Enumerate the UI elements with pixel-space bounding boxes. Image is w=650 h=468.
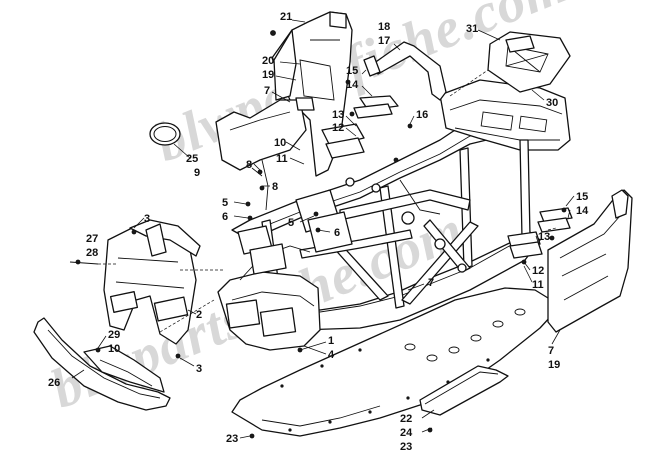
- callout-13-top: 13: [332, 109, 344, 121]
- callout-7-right: 7: [548, 345, 554, 357]
- callout-25: 25: [186, 153, 198, 165]
- callout-15-top: 15: [346, 65, 358, 77]
- front-frame-section[interactable]: [217, 159, 353, 351]
- callout-26: 26: [48, 377, 60, 389]
- callout-4: 4: [328, 349, 335, 361]
- callout-17: 17: [378, 35, 390, 47]
- callout-11-right: 11: [532, 279, 544, 291]
- callout-5-center: 5: [288, 217, 294, 229]
- skid-plate[interactable]: [419, 365, 509, 416]
- callout-3-bottom: 3: [196, 363, 202, 375]
- callout-20: 20: [262, 55, 274, 67]
- callout-10-bottom: 10: [108, 343, 120, 355]
- grab-bar[interactable]: [363, 41, 447, 101]
- callout-9: 9: [194, 167, 200, 179]
- callout-28: 28: [86, 247, 98, 259]
- callout-5-left: 5: [222, 197, 228, 209]
- callout-2: 2: [196, 309, 202, 321]
- callout-11-top: 11: [276, 153, 288, 165]
- callout-29: 29: [108, 329, 120, 341]
- rear-bed-panel[interactable]: [487, 31, 571, 93]
- callout-13-right: 13: [538, 231, 550, 243]
- front-bumper-bracket[interactable]: [103, 219, 201, 345]
- callout-10-top: 10: [274, 137, 286, 149]
- callout-1: 1: [328, 335, 334, 347]
- seat-bracket-lower[interactable]: [507, 207, 573, 259]
- callout-19-top: 19: [262, 69, 274, 81]
- callout-12-right: 12: [532, 265, 544, 277]
- callout-8-right: 8: [272, 181, 278, 193]
- callout-19-right: 19: [548, 359, 560, 371]
- callout-23-center: 23: [400, 441, 412, 453]
- callout-21: 21: [280, 11, 292, 23]
- callout-3-top: 3: [144, 213, 150, 225]
- callout-12-top: 12: [332, 122, 344, 134]
- callout-22: 22: [400, 413, 412, 425]
- right-side-panel[interactable]: [547, 189, 633, 333]
- seat-bracket-upper[interactable]: [321, 95, 399, 159]
- callout-23-left: 23: [226, 433, 238, 445]
- callout-14-top: 14: [346, 79, 359, 91]
- callout-labels: 21 20 19 7 18 17 31 30 15 14 13 12 16 10…: [48, 11, 589, 453]
- front-bumper[interactable]: [33, 317, 171, 411]
- callout-16: 16: [416, 109, 428, 121]
- callout-31: 31: [466, 23, 478, 35]
- callout-6-center: 6: [334, 227, 340, 239]
- callout-7-top: 7: [264, 85, 270, 97]
- callout-27: 27: [86, 233, 98, 245]
- callout-7-center: 7: [428, 277, 434, 289]
- callout-14-right: 14: [576, 205, 589, 217]
- callout-24: 24: [400, 427, 413, 439]
- guide-lines: [98, 69, 557, 333]
- floor-pan[interactable]: [231, 287, 553, 437]
- callout-18: 18: [378, 21, 390, 33]
- leader-lines: [71, 19, 575, 439]
- callout-6-left: 6: [222, 211, 228, 223]
- callout-8-left: 8: [246, 159, 252, 171]
- callout-30: 30: [546, 97, 558, 109]
- clamp-ring[interactable]: [149, 122, 181, 146]
- callout-15-right: 15: [576, 191, 588, 203]
